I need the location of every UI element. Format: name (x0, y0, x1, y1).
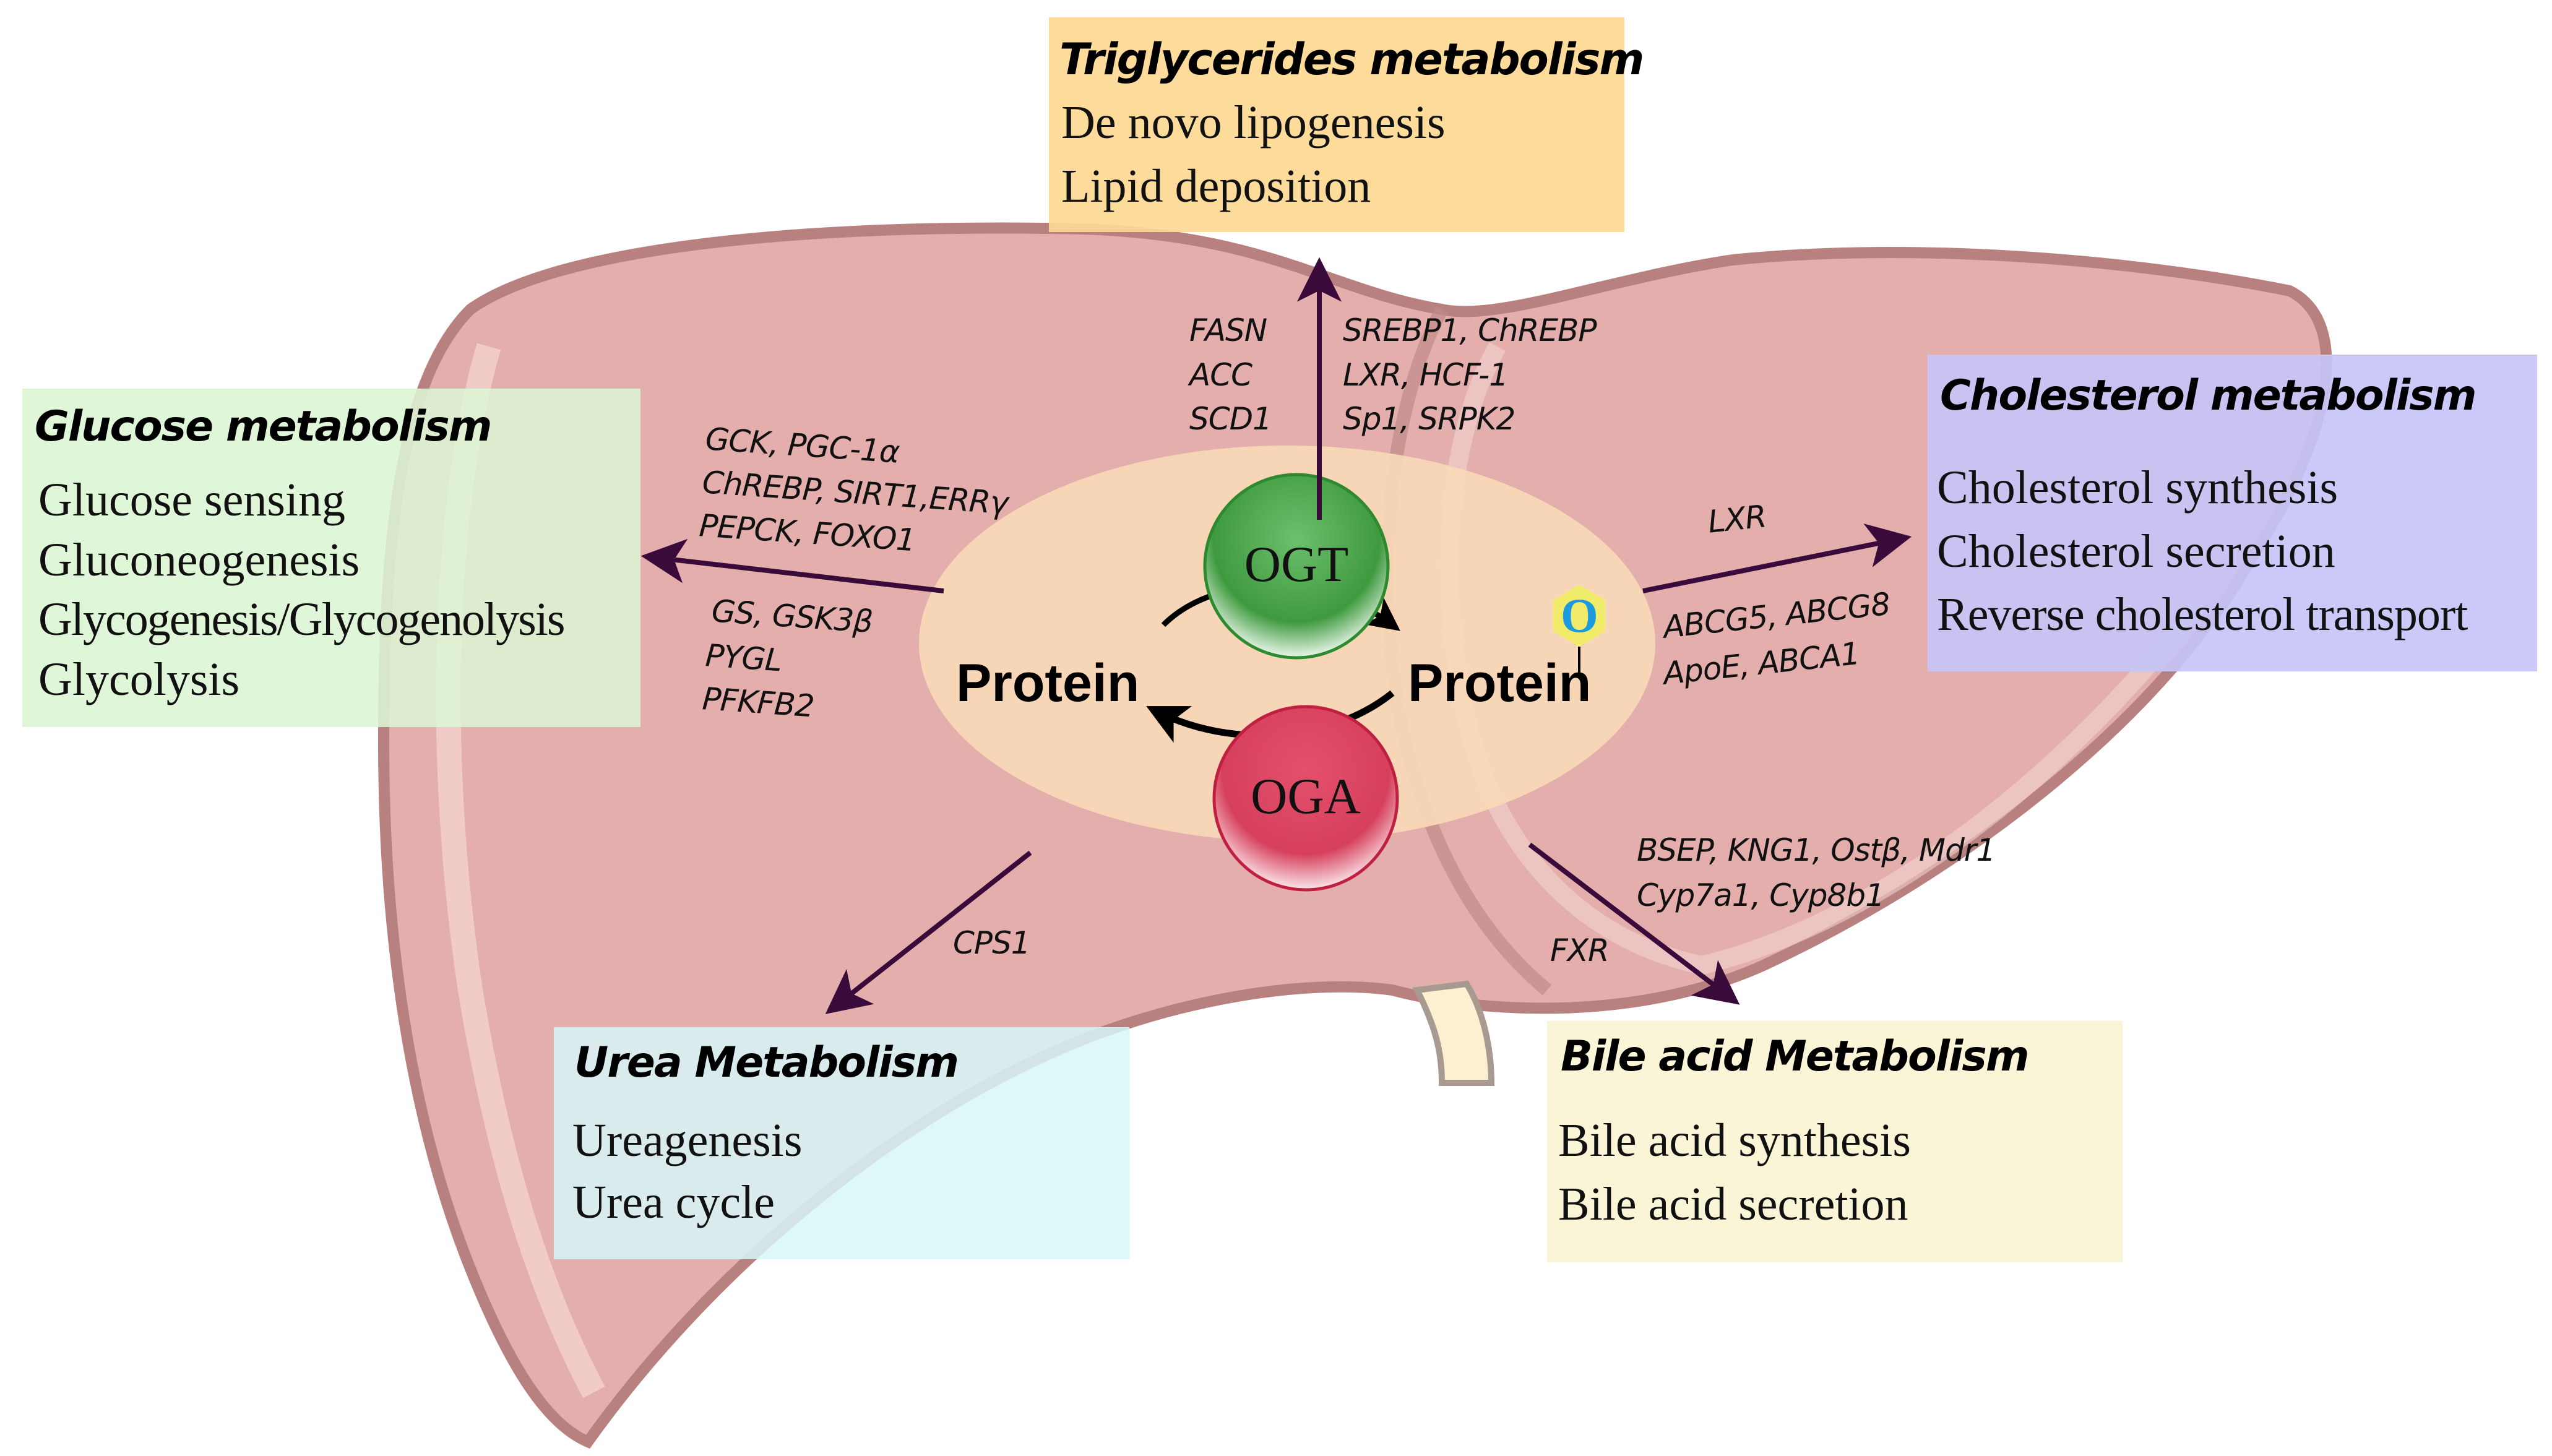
gene-label: FASN (1189, 312, 1267, 348)
oga-label: OGA (1251, 768, 1361, 824)
ogt-circle (1203, 473, 1390, 660)
gene-label: PYGL (704, 637, 783, 679)
gene-label: Sp1, SRPK2 (1343, 401, 1515, 437)
gene-label: BSEP, KNG1, Ostβ, Mdr1 (1637, 832, 1996, 868)
bile-item: Bile acid secretion (1558, 1178, 1908, 1230)
cholesterol-box (1928, 355, 2537, 671)
gene-label: LXR, HCF-1 (1343, 357, 1509, 393)
protein-label-unmodified: Protein (956, 653, 1140, 713)
glucose-item: Glycogenesis/Glycogenolysis (38, 593, 565, 645)
glucose-item: Glycolysis (38, 653, 240, 705)
ogt-label: OGT (1244, 536, 1349, 592)
arrow-to-bile (1528, 842, 1740, 1005)
arrow-to-cholesterol (1642, 523, 1912, 593)
gene-label: LXR (1706, 498, 1768, 540)
gallbladder (1412, 980, 1495, 1086)
glucose-box (22, 389, 640, 727)
bile-box (1547, 1021, 2123, 1262)
cholesterol-item: Cholesterol synthesis (1937, 462, 2339, 514)
urea-box (554, 1027, 1129, 1259)
cholesterol-title: Cholesterol metabolism (1940, 371, 2477, 420)
cholesterol-item: Cholesterol secretion (1937, 525, 2335, 577)
protein-label-modified: Protein (1408, 653, 1592, 713)
gene-label: Cyp7a1, Cyp8b1 (1637, 877, 1885, 913)
gene-label: ACC (1189, 357, 1252, 393)
glucose-item: Gluconeogenesis (38, 534, 360, 586)
triglycerides-box (1049, 17, 1624, 232)
o-glcnac-hexagon-icon (1553, 585, 1605, 647)
triglycerides-title: Triglycerides metabolism (1059, 34, 1644, 85)
cholesterol-item: Reverse cholesterol transport (1937, 588, 2468, 640)
gene-label: CPS1 (953, 925, 1031, 961)
arrow-to-urea (825, 850, 1032, 1014)
gene-label: FXR (1550, 933, 1610, 968)
triglycerides-item: Lipid deposition (1061, 160, 1371, 212)
o-glcnac-label: O (1561, 588, 1598, 642)
bile-item: Bile acid synthesis (1558, 1114, 1911, 1166)
gene-label: SREBP1, ChREBP (1343, 312, 1597, 348)
urea-title: Urea Metabolism (574, 1038, 959, 1087)
urea-item: Urea cycle (572, 1176, 775, 1228)
arrow-to-glucose (640, 538, 944, 593)
oga-circle (1212, 705, 1399, 892)
bile-title: Bile acid Metabolism (1561, 1032, 2030, 1081)
glucose-item: Glucose sensing (38, 474, 346, 526)
urea-item: Ureagenesis (572, 1114, 803, 1166)
gene-label: SCD1 (1189, 401, 1272, 437)
glucose-title: Glucose metabolism (35, 402, 493, 451)
triglycerides-item: De novo lipogenesis (1061, 97, 1446, 149)
